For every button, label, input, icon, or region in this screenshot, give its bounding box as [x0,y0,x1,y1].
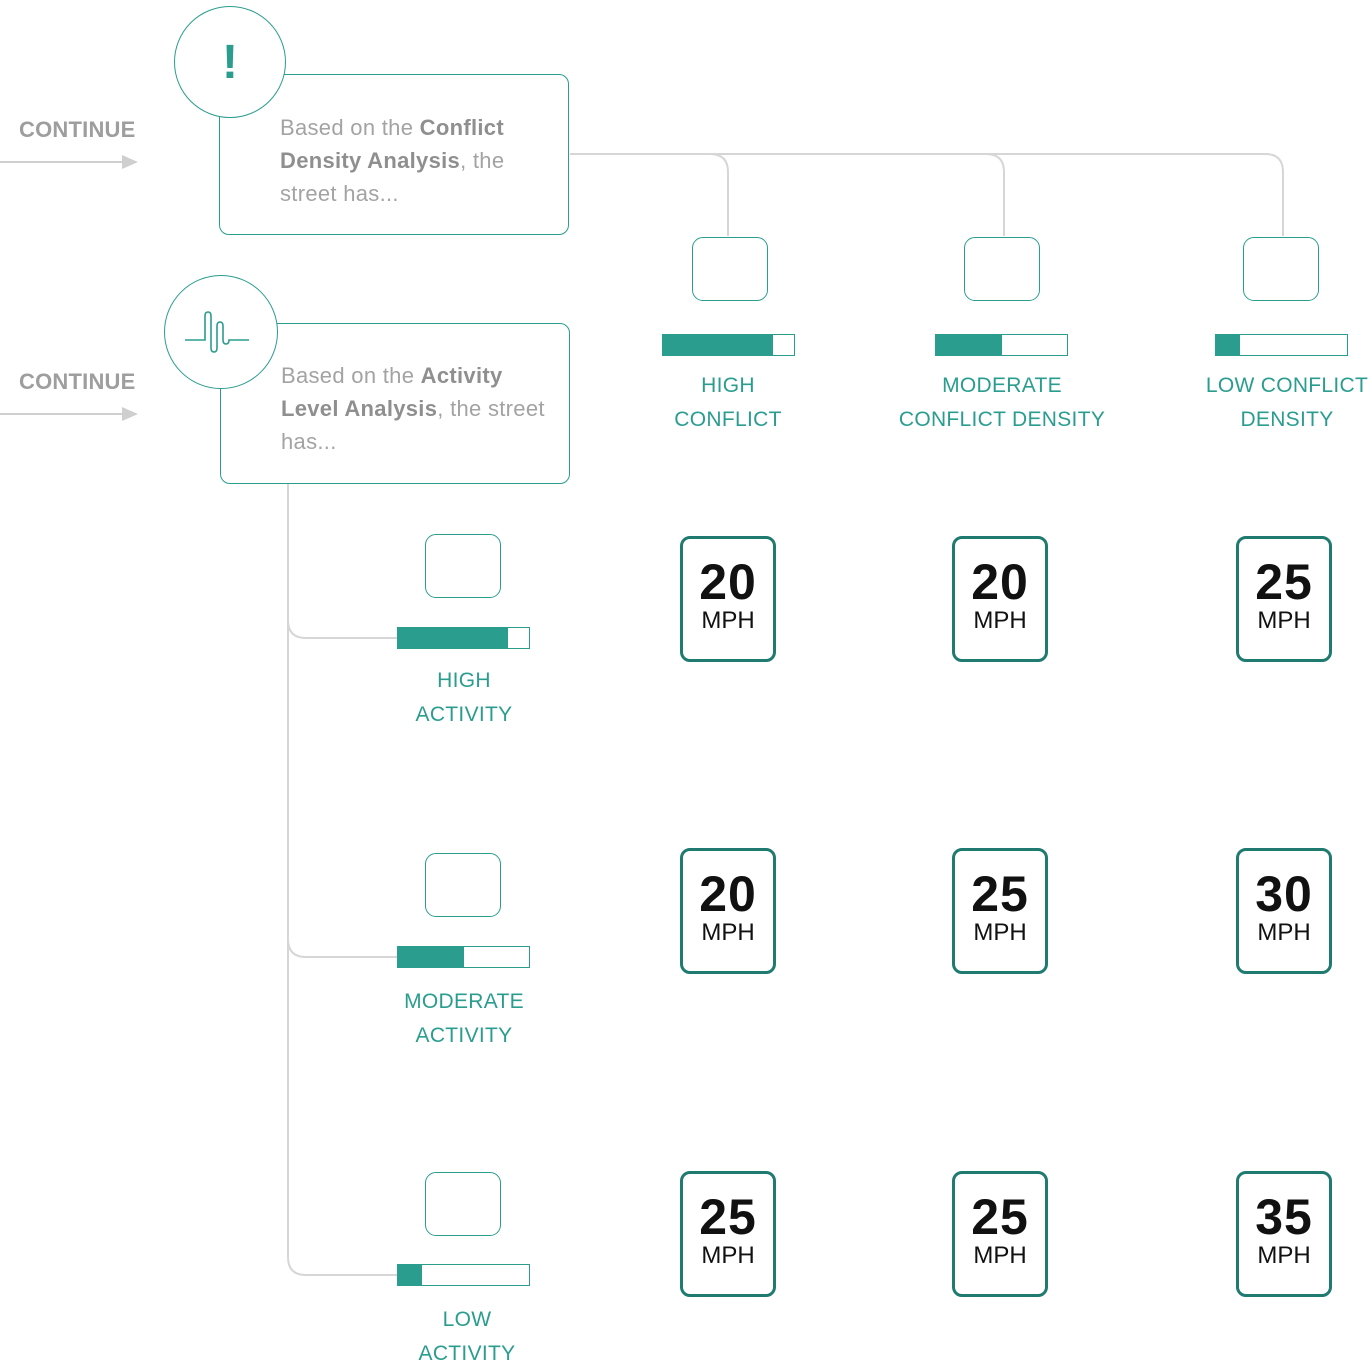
conflict-meter-moderate [935,334,1068,356]
exclamation-icon: ! [174,6,286,118]
conflict-tile-low [1243,237,1319,301]
activity-tile-high [425,534,501,598]
conflict-meter-low [1215,334,1348,356]
continue-arrow-activity [0,407,138,421]
activity-level-card [220,323,570,484]
activity-meter-low [397,1264,530,1286]
continue-arrow-conflict [0,155,138,169]
activity-meter-high [397,627,530,649]
conflict-meter-high [662,334,795,356]
conflict-density-card [219,74,569,235]
conflict-tile-moderate [964,237,1040,301]
continue-label-activity: CONTINUE [19,369,136,394]
activity-level-description: Based on the Activity Level Analysis, th… [281,363,545,454]
waveform-icon [164,275,278,389]
activity-meter-moderate [397,946,530,968]
activity-tile-moderate [425,853,501,917]
activity-tile-low [425,1172,501,1236]
conflict-density-description: Based on the Conflict Density Analysis, … [280,115,505,206]
conflict-tile-high [692,237,768,301]
continue-label-conflict: CONTINUE [19,117,136,142]
